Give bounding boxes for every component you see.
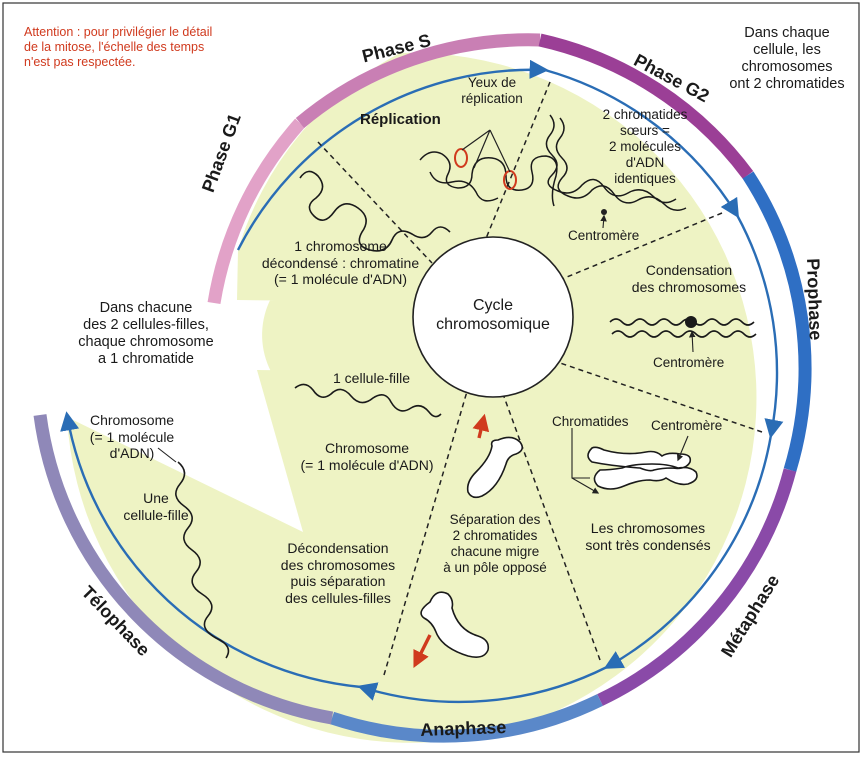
prophase-chromatid-2 — [611, 330, 757, 338]
cycle-ring-arc-3 — [735, 214, 784, 439]
cycle-ring-arc-4 — [603, 434, 773, 669]
metaphase-label: Les chromosomes sont très condensés — [585, 520, 711, 553]
metaphase-chromosome — [587, 446, 698, 490]
cycle-ring-arc-1 — [236, 59, 549, 251]
replication-forks-label: Yeux de réplication — [461, 75, 523, 106]
center-label: Cycle chromosomique — [436, 297, 550, 333]
g1-label: 1 chromosome décondensé : chromatine (= … — [261, 238, 420, 288]
telophase-label: Décondensation des chromosomes puis sépa… — [280, 540, 396, 606]
g2-centromere-dot — [601, 209, 607, 215]
separator-ana-telo — [383, 387, 469, 676]
separator-meta-ana — [498, 382, 601, 661]
telophase-cell-label: Une cellule-fille — [123, 490, 189, 523]
band-anaphase — [329, 694, 603, 743]
metaphase-chromatides-pointer — [571, 428, 598, 493]
telophase-chromosome-pointer — [157, 447, 177, 463]
center-circle — [412, 236, 574, 398]
band-prophase — [742, 171, 812, 472]
separator-g1-s — [317, 141, 433, 264]
metaphase-centromere-label: Centromère — [651, 418, 723, 433]
band-s — [295, 33, 541, 128]
g2-chromatid-2 — [555, 117, 687, 211]
band-g1 — [207, 118, 305, 305]
replication-label: Réplication — [360, 111, 441, 128]
band-metaphase — [597, 468, 797, 706]
telophase-chromosome — [175, 461, 230, 659]
anaphase-arrow-down — [413, 634, 432, 669]
separator-s-g2 — [477, 81, 551, 259]
daughter-title: 1 cellule-fille — [333, 370, 411, 386]
cycle-ring-arc-2 — [544, 68, 740, 219]
band-g2 — [538, 33, 754, 179]
separator-g2-pro — [532, 212, 723, 292]
g1-chromatin — [299, 170, 451, 252]
g2-chromatid-1 — [545, 114, 677, 204]
daughter-chromosome-label: Chromosome (= 1 molécule d'ADN) — [300, 440, 434, 473]
warning-note: Attention : pour privilégier le détail d… — [24, 25, 213, 69]
anaphase-chromatid-down — [420, 591, 490, 658]
cycle-ring-arc-5 — [357, 665, 608, 704]
prophase-label: Condensation des chromosomes — [631, 262, 747, 295]
g2-label: 2 chromatides sœurs = 2 molécules d'ADN … — [602, 107, 688, 186]
metaphase-centromere-pointer — [676, 435, 689, 462]
g2-centromere-label: Centromère — [568, 228, 640, 243]
anaphase-label: Séparation des 2 chromatides chacune mig… — [443, 512, 547, 575]
s-replication-dna — [419, 151, 558, 207]
note-top-right: Dans chaque cellule, les chromosomes ont… — [729, 25, 845, 93]
prophase-centromere-label: Centromère — [653, 355, 725, 370]
prophase-centromere-pointer — [688, 330, 696, 353]
prophase-chromatid-1 — [609, 318, 755, 326]
anaphase-arrow-up — [472, 413, 490, 439]
anaphase-chromatid-up — [466, 436, 524, 499]
metaphase-chromatides-label: Chromatides — [552, 414, 629, 429]
telophase-chromosome-label: Chromosome (= 1 molécule d'ADN) — [89, 412, 175, 462]
g2-centromere-pointer — [600, 214, 607, 229]
cycle-disc — [67, 52, 757, 743]
note-left: Dans chacune des 2 cellules-filles, chaq… — [78, 300, 214, 368]
daughter-chromosome — [294, 383, 442, 418]
prophase-centromere-dot — [685, 316, 697, 328]
cycle-ring-arc-6 — [60, 411, 362, 689]
band-telophase — [33, 414, 334, 725]
replication-eye-1 — [454, 148, 468, 168]
phase-label-anaphase: Anaphase — [420, 716, 507, 740]
phase-label-prophase: Prophase — [803, 258, 826, 341]
forks-pointer — [461, 129, 511, 173]
